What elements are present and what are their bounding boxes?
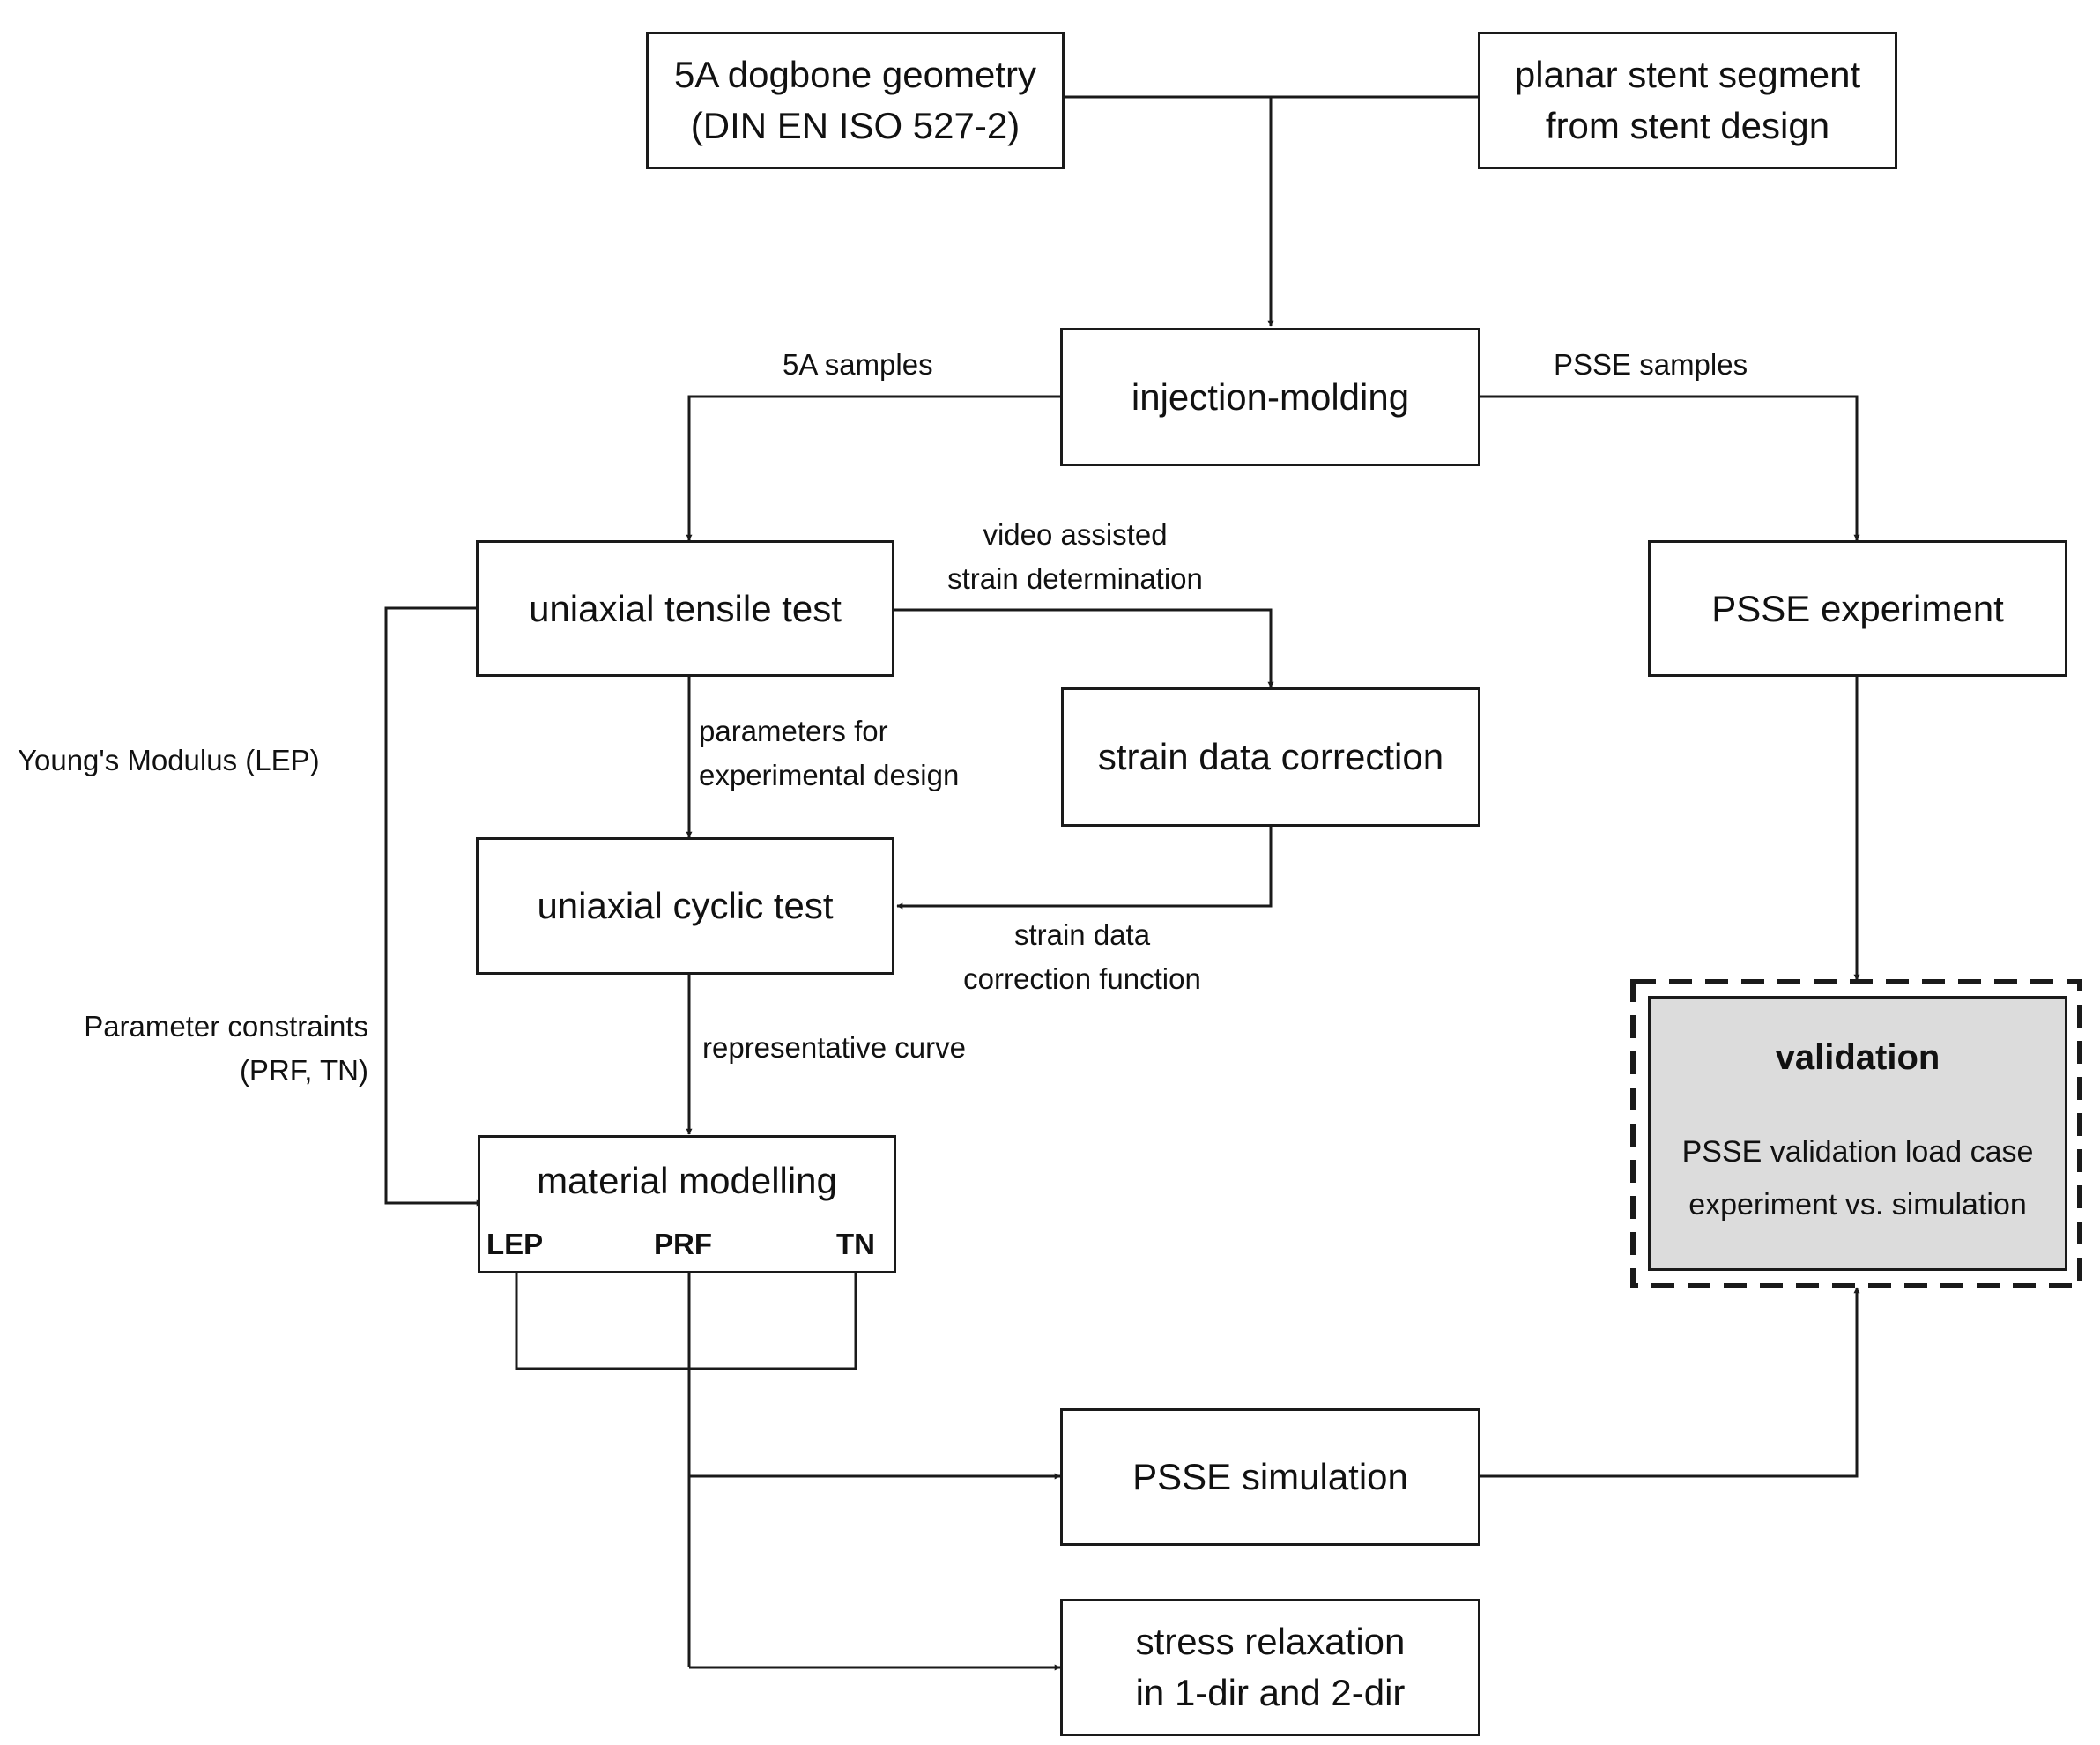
psse-experiment-box: PSSE experiment [1648, 540, 2067, 677]
uniaxial-cyclic-test-box: uniaxial cyclic test [476, 837, 894, 975]
tensile-test-label: uniaxial tensile test [529, 587, 842, 629]
strain-data-correction-box: strain data correction [1061, 687, 1480, 827]
label-5a-samples-text: 5A samples [783, 348, 933, 381]
dogbone-line-1: 5A dogbone geometry [674, 54, 1036, 95]
label-correction-function: strain data correction function [941, 913, 1223, 1001]
label-youngs-modulus: Young's Modulus (LEP) [18, 739, 320, 783]
label-correction-line-2: correction function [963, 962, 1201, 995]
material-modelling-label: material modelling [537, 1160, 837, 1201]
label-psse-samples-text: PSSE samples [1554, 348, 1748, 381]
port-prf: PRF [654, 1228, 712, 1260]
label-psse-samples: PSSE samples [1554, 343, 1748, 387]
label-video-assisted: video assisted strain determination [925, 513, 1225, 601]
validation-title: validation [1775, 1038, 1940, 1077]
port-bracket [515, 1272, 857, 1370]
validation-dashed-frame [1630, 979, 2082, 1288]
label-5a-samples: 5A samples [783, 343, 933, 387]
port-lep: LEP [486, 1228, 544, 1260]
edge-correction-function [896, 827, 1273, 910]
edge-5a-samples [686, 395, 1060, 541]
label-parameters: parameters for experimental design [699, 709, 959, 798]
label-params-line-1: parameters for [699, 715, 888, 747]
label-params-line-2: experimental design [699, 759, 960, 791]
strain-correction-label: strain data correction [1097, 736, 1444, 777]
psse-simulation-box: PSSE simulation [1060, 1408, 1480, 1546]
label-representative-curve: representative curve [702, 1026, 966, 1070]
stress-relaxation-box: stress relaxation in 1-dir and 2-dir [1060, 1599, 1480, 1736]
validation-line-2: experiment vs. simulation [1688, 1188, 2027, 1222]
edge-youngs-modulus [384, 606, 483, 1207]
validation-line-1: PSSE validation load case [1681, 1135, 2034, 1169]
stent-segment-line-2: from stent design [1545, 105, 1830, 146]
injection-molding-label: injection-molding [1131, 375, 1410, 418]
stent-segment-line-1: planar stent segment [1514, 54, 1861, 95]
dogbone-geometry-box: 5A dogbone geometry (DIN EN ISO 527-2) [646, 32, 1065, 169]
stress-relaxation-line-2: in 1-dir and 2-dir [1135, 1672, 1406, 1713]
cyclic-test-label: uniaxial cyclic test [537, 885, 834, 926]
uniaxial-tensile-test-box: uniaxial tensile test [476, 540, 894, 677]
psse-experiment-label: PSSE experiment [1711, 587, 2004, 629]
label-parameter-constraints: Parameter constraints (PRF, TN) [18, 1005, 368, 1093]
label-representative-text: representative curve [702, 1031, 966, 1064]
label-correction-line-1: strain data [1013, 918, 1151, 951]
stent-segment-box: planar stent segment from stent design [1478, 32, 1897, 169]
port-tn: TN [836, 1228, 875, 1260]
edge-video-assisted [894, 608, 1274, 688]
stress-relaxation-line-1: stress relaxation [1135, 1621, 1406, 1662]
label-constraints-line-2: (PRF, TN) [239, 1054, 368, 1087]
edge-psse-samples [1480, 395, 1860, 541]
psse-simulation-label: PSSE simulation [1132, 1456, 1408, 1497]
edge-simulation-to-validation [1480, 1287, 1860, 1478]
label-video-line-1: video assisted [983, 518, 1168, 551]
validation-box: validation PSSE validation load case exp… [1648, 996, 2067, 1271]
dogbone-line-2: (DIN EN ISO 527-2) [690, 105, 1020, 146]
label-video-line-2: strain determination [947, 562, 1203, 595]
material-modelling-box: material modelling [478, 1135, 896, 1273]
label-constraints-line-1: Parameter constraints [84, 1010, 368, 1043]
injection-molding-box: injection-molding [1060, 328, 1480, 466]
label-youngs-text: Young's Modulus (LEP) [18, 744, 320, 776]
